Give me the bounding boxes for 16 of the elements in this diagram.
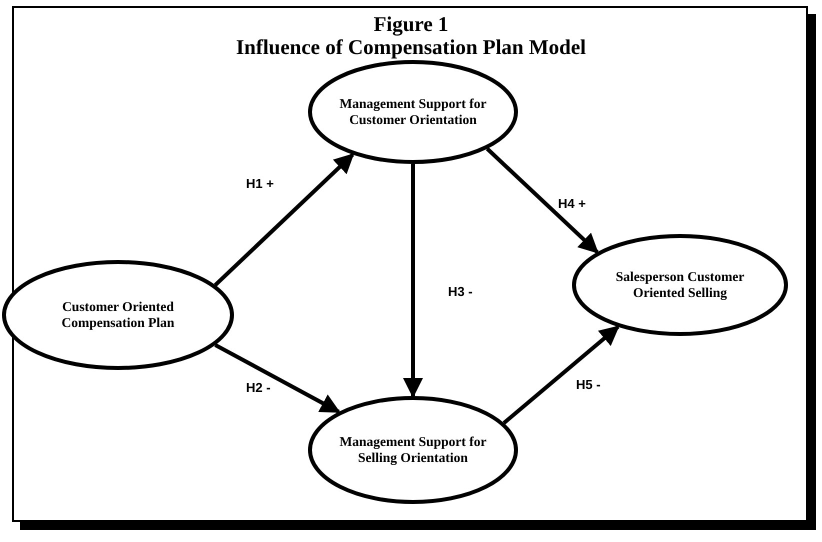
- arrow: [486, 147, 599, 254]
- node-label: Management Support for Customer Orientation: [338, 96, 488, 128]
- arrow: [502, 325, 620, 425]
- node-label: Management Support for Selling Orientation: [338, 434, 488, 466]
- figure-subtitle: Influence of Compensation Plan Model: [234, 35, 587, 60]
- figure-title: Figure 1: [372, 12, 450, 37]
- arrow: [214, 343, 340, 414]
- arrow: [403, 164, 423, 398]
- edge-label: H5 -: [574, 377, 603, 392]
- edge-label: H3 -: [446, 284, 475, 299]
- edge-label: H4 +: [556, 196, 588, 211]
- arrow: [214, 153, 354, 286]
- node-label: Customer Oriented Compensation Plan: [60, 298, 176, 332]
- edge-label: H1 +: [244, 176, 276, 191]
- node-label: Salesperson Customer Oriented Selling: [614, 268, 746, 302]
- edge-label: H2 -: [244, 380, 273, 395]
